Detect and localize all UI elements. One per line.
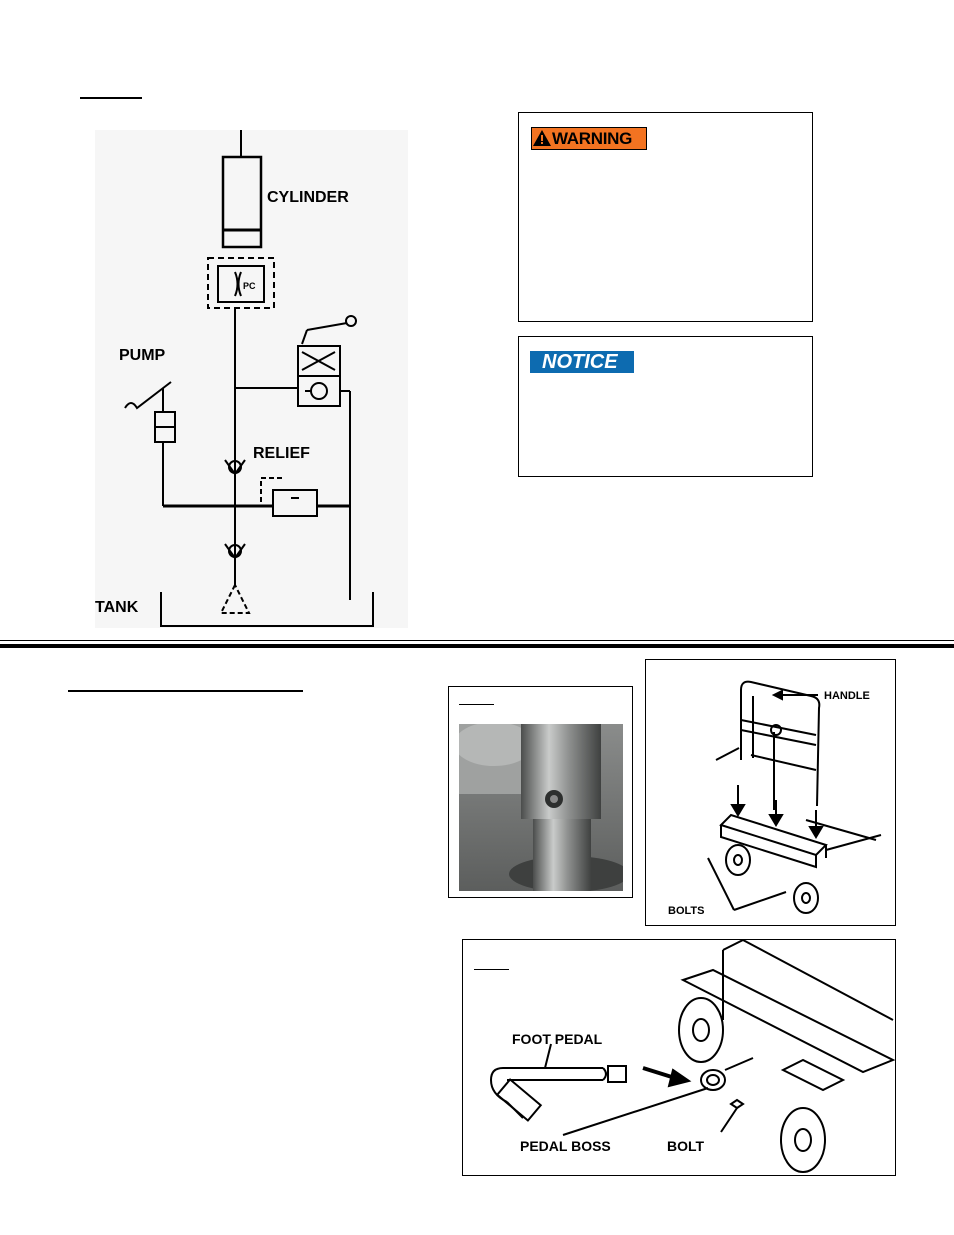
- notice-badge: NOTICE: [530, 351, 634, 373]
- photo-figure-caption-rule: [459, 704, 494, 705]
- notice-box: NOTICE: [518, 336, 813, 477]
- section-heading-underline: [80, 97, 142, 99]
- warning-box: WARNING: [518, 112, 813, 322]
- bolt-label: BOLT: [667, 1138, 705, 1154]
- section-heading-underline-2: [68, 690, 303, 692]
- pedal-figure-frame: FOOT PEDAL PEDAL BOSS BOLT: [462, 938, 896, 1176]
- cylinder-photo: [459, 724, 623, 891]
- relief-label: RELIEF: [253, 445, 310, 462]
- divider-thin: [0, 640, 954, 641]
- warning-triangle-icon: [533, 130, 551, 146]
- hydraulic-schematic: CYLINDER PUMP RELIEF TANK PC: [95, 130, 408, 628]
- pedal-figure-caption-rule: [474, 969, 509, 970]
- tank-label: TANK: [95, 599, 139, 616]
- handle-figure-frame: HANDLE BOLTS: [645, 659, 896, 926]
- warning-badge: WARNING: [531, 127, 647, 150]
- notice-label: NOTICE: [542, 351, 618, 373]
- warning-label: WARNING: [552, 129, 633, 148]
- divider-thick: [0, 644, 954, 648]
- flow-control-label: PC: [243, 281, 256, 291]
- foot-pedal-label: FOOT PEDAL: [512, 1031, 603, 1047]
- pedal-boss-label: PEDAL BOSS: [520, 1138, 611, 1154]
- cylinder-label: CYLINDER: [267, 189, 349, 206]
- pump-label: PUMP: [119, 347, 166, 364]
- handle-label: HANDLE: [824, 690, 870, 702]
- bolts-label: BOLTS: [668, 905, 704, 917]
